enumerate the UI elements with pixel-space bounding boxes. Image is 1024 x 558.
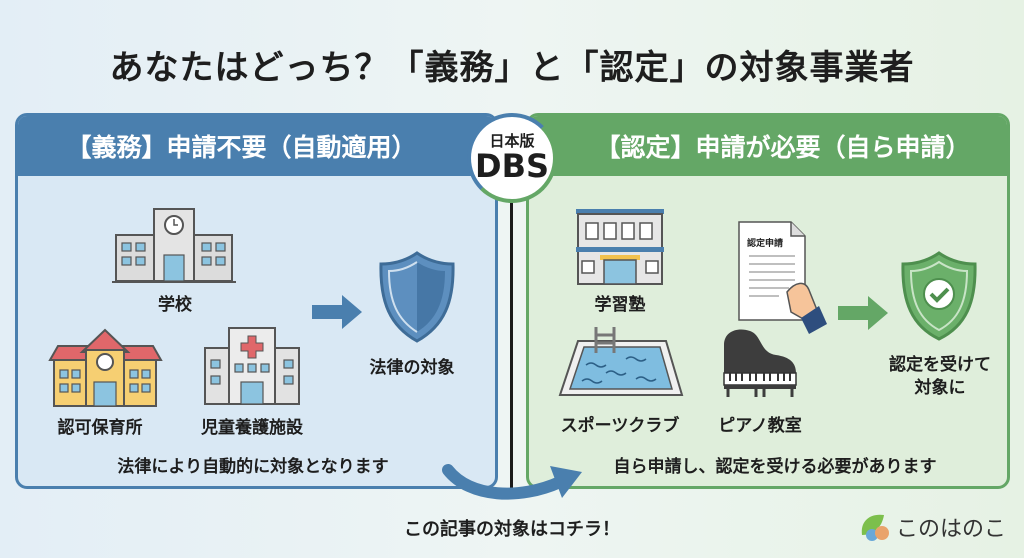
badge-small-text: 日本版 (489, 132, 535, 150)
result-line1: 認定を受けて (889, 355, 991, 375)
divider-line (510, 203, 513, 489)
mandatory-header: 【義務】申請不要（自動適用） (18, 116, 495, 176)
nursery-icon (48, 328, 163, 407)
item-nursery: 認可保育所 (57, 418, 143, 438)
item-sports-club: スポーツクラブ (560, 416, 680, 436)
item-piano-class: ピアノ教室 (718, 416, 802, 436)
school-icon (112, 208, 236, 283)
badge-big-text: DBS (475, 147, 549, 185)
page-title: あなたはどっち？「義務」と「認定」の対象事業者 (109, 48, 915, 88)
document-label: 認定申請 (747, 239, 784, 249)
item-school: 学校 (158, 295, 192, 315)
pool-icon (558, 327, 684, 396)
leaf-logo-icon (861, 514, 889, 541)
result-legal-target: 法律の対象 (369, 358, 455, 378)
arrow-right-icon (312, 295, 362, 329)
application-document-icon (738, 221, 827, 334)
mandatory-note: 法律により自動的に対象となります (117, 457, 389, 477)
curved-arrow-icon (442, 464, 582, 500)
result-line2: 対象に (914, 378, 966, 398)
brand-logo: このはのこ (858, 511, 1006, 543)
cram-school-icon (576, 209, 664, 285)
arrow-right-green-icon (838, 296, 888, 330)
check-shield-icon (901, 251, 977, 341)
piano-icon (723, 329, 797, 397)
certification-note: 自ら申請し、認定を受ける必要があります (613, 457, 937, 477)
item-care-facility: 児童養護施設 (201, 418, 303, 438)
item-cram-school: 学習塾 (594, 295, 646, 315)
care-facility-icon (204, 327, 300, 405)
shield-icon (379, 251, 455, 343)
dbs-badge: 日本版 DBS (467, 113, 557, 203)
certification-header: 【認定】申請が必要（自ら申請） (529, 116, 1007, 176)
logo-text: このはのこ (896, 517, 1007, 542)
callout-text: この記事の対象はコチラ！ (404, 519, 620, 540)
